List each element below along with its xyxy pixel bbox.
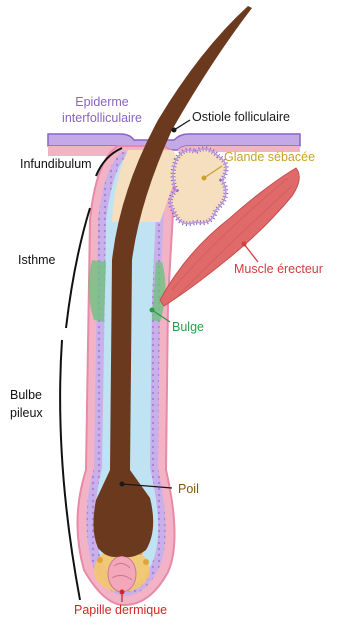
sebaceous-gland xyxy=(170,149,226,224)
label-papille: Papille dermique xyxy=(74,603,167,618)
muscle-leader xyxy=(244,244,258,262)
dermal-papilla xyxy=(108,556,136,592)
label-bulbe: Bulbe pileux xyxy=(10,386,56,422)
label-ostiole: Ostiole folliculaire xyxy=(192,110,290,125)
label-bulge: Bulge xyxy=(172,320,204,335)
label-infundibulum: Infundibulum xyxy=(20,157,92,172)
label-muscle: Muscle érecteur xyxy=(234,262,323,277)
label-epiderme: Epiderme interfolliculaire xyxy=(42,94,162,126)
label-isthme: Isthme xyxy=(18,253,56,268)
bulbe-bracket xyxy=(60,340,80,600)
label-glande: Glande sébacée xyxy=(224,150,315,165)
label-poil: Poil xyxy=(178,482,199,497)
isthme-bracket xyxy=(66,208,90,328)
